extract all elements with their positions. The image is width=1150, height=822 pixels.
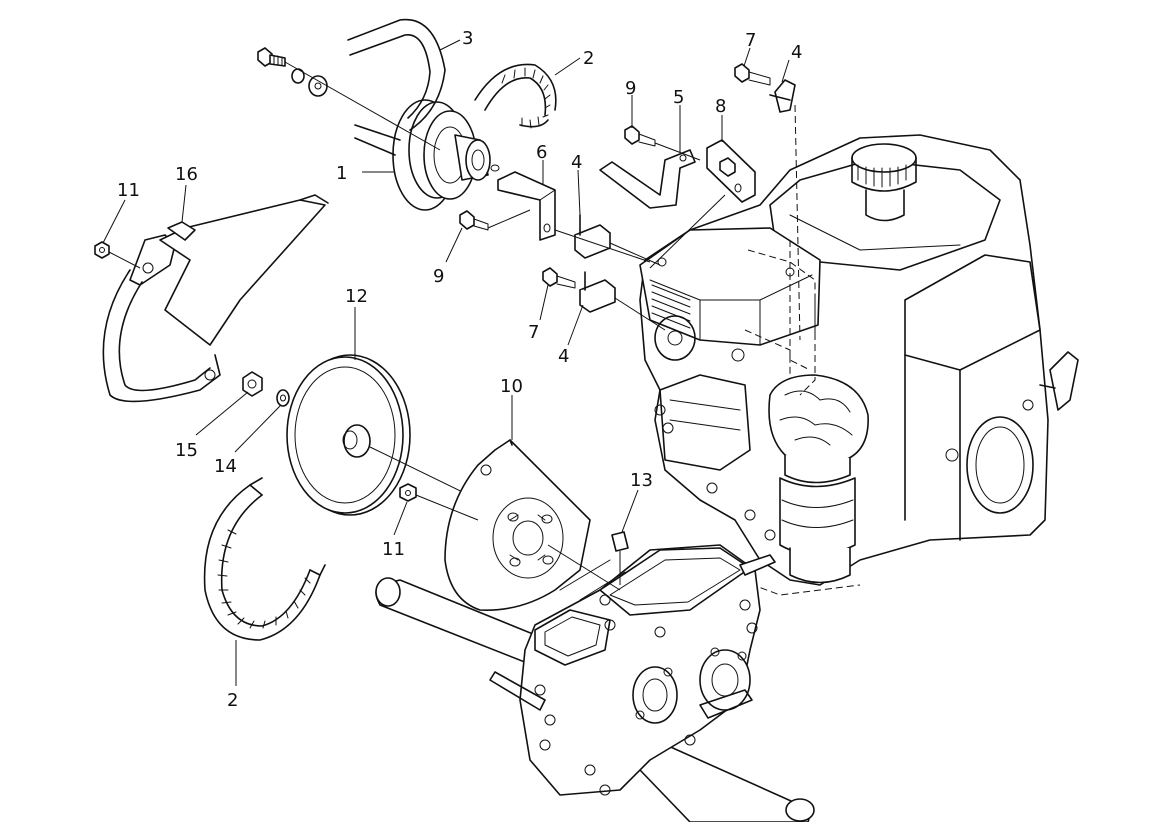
engine-pulley [392,99,491,211]
callout-10: 10 [500,376,523,397]
callout-3: 3 [462,28,473,49]
cog-belt-top [474,63,557,129]
bracket-6 [490,164,556,241]
clip-bracket-4c [769,79,801,341]
callout-11-upper: 11 [117,180,140,201]
callout-11-lower: 11 [382,539,405,560]
bracket-5 [599,149,696,209]
callout-8: 8 [715,96,726,117]
bolt-7-lower [542,267,576,289]
callout-9-lower: 9 [433,266,444,287]
callout-1: 1 [336,163,347,184]
top-v-belt [347,18,446,156]
callout-2-top: 2 [583,48,594,69]
callout-13: 13 [630,470,653,491]
callout-4-upper: 4 [791,42,802,63]
transaxle-hub-left [632,666,678,724]
transaxle-hub-right [699,649,751,711]
callout-leaders [102,39,790,686]
callout-9-upper: 9 [625,78,636,99]
callout-6: 6 [536,142,547,163]
callout-7-upper: 7 [745,30,756,51]
pulley-bolt-set [257,47,441,151]
callout-labels: 1 2 2 3 4 4 4 5 6 7 7 8 9 9 10 11 11 12 … [117,28,802,711]
clip-bracket-4a [574,214,611,259]
callout-16: 16 [175,164,198,185]
callout-14: 14 [214,456,237,477]
bolt-9-lower [459,209,531,231]
callout-2-bottom: 2 [227,690,238,711]
callout-7-lower: 7 [528,322,539,343]
cog-belt-bottom [203,477,326,641]
belt-cover-10 [444,439,621,611]
clip-bracket-4b [579,271,616,313]
bolt-7-upper [734,63,771,86]
starter-handle [1049,351,1079,411]
nut-11-upper [94,241,141,269]
key-13 [611,531,629,585]
transaxle [375,544,815,822]
driven-pulley [286,354,521,521]
nut-15 [242,371,263,397]
nut-11-lower [399,483,479,521]
air-cleaner [768,374,869,464]
belt-guard [102,194,329,403]
callout-5: 5 [673,87,684,108]
washer-14 [276,389,290,407]
callout-4-lower: 4 [558,346,569,367]
callout-15: 15 [175,440,198,461]
engine [639,134,1079,596]
callout-12: 12 [345,286,368,307]
callout-4-middle: 4 [571,152,582,173]
